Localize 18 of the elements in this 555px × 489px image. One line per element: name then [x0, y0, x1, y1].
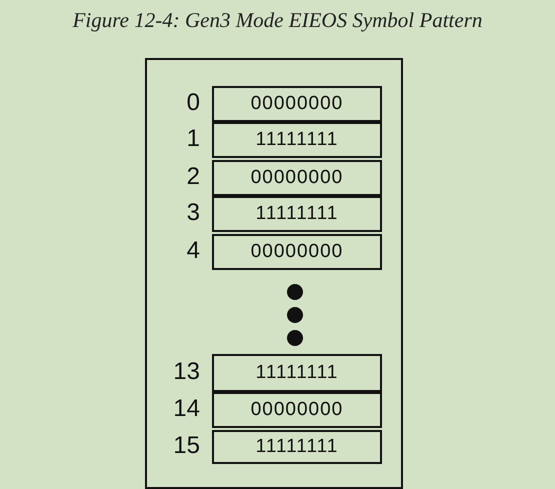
bit-pattern-box: 00000000	[212, 392, 382, 428]
symbol-number: 13	[172, 358, 200, 386]
bit-pattern-box: 00000000	[212, 160, 382, 196]
symbol-number: 1	[186, 125, 200, 153]
outer-panel	[145, 58, 403, 489]
bit-pattern-box: 00000000	[212, 234, 382, 270]
bit-pattern-box: 11111111	[212, 196, 382, 232]
symbol-number: 4	[186, 237, 200, 265]
symbol-number: 3	[186, 199, 200, 227]
symbol-number: 14	[172, 395, 200, 423]
symbol-number: 0	[186, 89, 200, 117]
bit-pattern-box: 11111111	[212, 122, 382, 158]
bit-pattern-box: 00000000	[212, 86, 382, 122]
symbol-number: 15	[172, 432, 200, 460]
bit-pattern-box: 11111111	[212, 354, 382, 392]
bit-pattern-box: 11111111	[212, 430, 382, 464]
symbol-number: 2	[186, 163, 200, 191]
figure-title: Figure 12-4: Gen3 Mode EIEOS Symbol Pattern	[72, 8, 484, 33]
